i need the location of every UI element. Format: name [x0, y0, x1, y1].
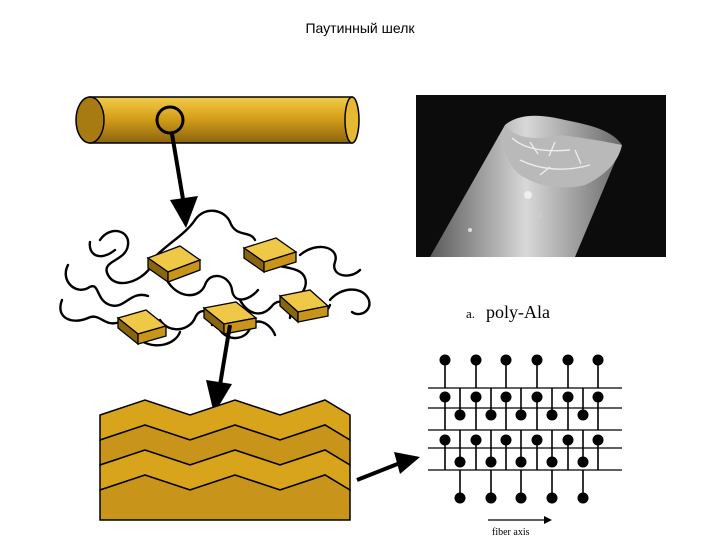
- poly-ala-lattice: [428, 354, 622, 504]
- fiber-axis-arrow: [488, 516, 552, 524]
- fiber-micrograph: [416, 95, 666, 258]
- crystallite-block: [146, 245, 202, 284]
- panel-label: a.: [466, 306, 475, 321]
- crystallite-block: [242, 237, 298, 274]
- crystallite-block: [278, 289, 330, 324]
- arrow-crystallite-to-sheet: [206, 324, 232, 414]
- zoom-circle-marker: [155, 105, 185, 135]
- fiber-axis-label: fiber axis: [492, 527, 530, 538]
- slide-title: Паутинный шелк: [305, 20, 415, 36]
- alanine-side-chains: [439, 354, 604, 504]
- crystallite-block: [202, 301, 258, 336]
- arrow-rod-to-chains: [170, 133, 198, 228]
- arrow-sheet-to-lattice: [356, 452, 420, 482]
- silk-fiber-rod: [75, 96, 360, 144]
- crystallite-block: [116, 309, 168, 346]
- polymer-label: poly-Ala: [486, 302, 550, 322]
- beta-sheet-crystallites: [116, 237, 330, 346]
- pleated-beta-sheet: [99, 399, 351, 521]
